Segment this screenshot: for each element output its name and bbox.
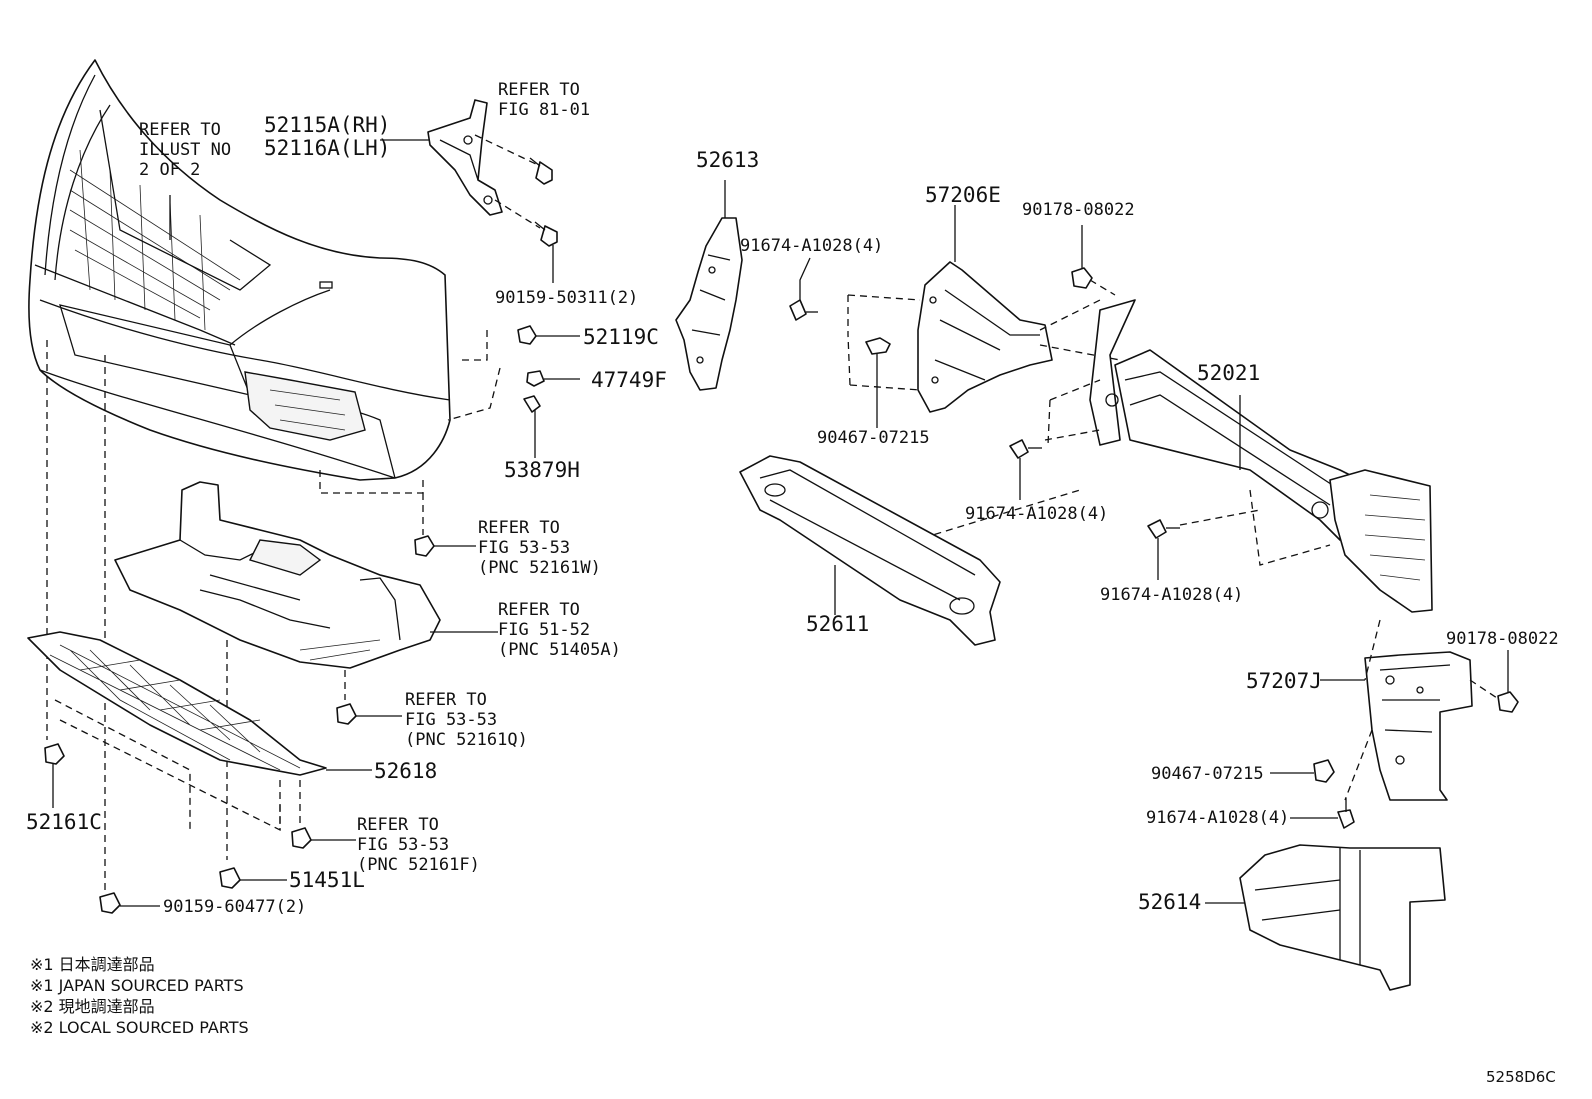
part-label-91674-A1028-a: 91674-A1028(4) <box>740 236 884 256</box>
reinforcement-52021-drawing <box>899 299 1433 613</box>
part-label-53879H: 53879H <box>504 458 580 482</box>
bumper-cover-drawing <box>28 59 451 494</box>
part-label-52161C: 52161C <box>26 810 102 834</box>
part-label-52618: 52618 <box>374 759 438 783</box>
part-label-52613: 52613 <box>696 148 760 172</box>
part-label-90159-60477: 90159-60477(2) <box>163 897 307 917</box>
part-label-52021: 52021 <box>1197 361 1261 385</box>
footnote-1-jp: ※1 日本調達部品 <box>30 955 155 974</box>
part-label-90178-08022-right: 90178-08022 <box>1446 629 1559 649</box>
lower-grille-52618-drawing <box>27 631 372 832</box>
refer-fig-53-53-52161W: REFER TO FIG 53-53 (PNC 52161W) <box>478 518 601 578</box>
refer-fig-53-53-52161F: REFER TO FIG 53-53 (PNC 52161F) <box>357 815 480 875</box>
part-label-57207J: 57207J <box>1246 669 1322 693</box>
bracket-52613-drawing <box>675 180 743 391</box>
footnote-1-en: ※1 JAPAN SOURCED PARTS <box>30 976 244 995</box>
part-label-90159-50311: 90159-50311(2) <box>495 288 639 308</box>
refer-illust-2of2: REFER TO ILLUST NO 2 OF 2 <box>139 120 232 180</box>
part-label-90467-07215-top: 90467-07215 <box>817 428 930 448</box>
fasteners-mid-drawing <box>447 325 580 458</box>
cover-52614-drawing <box>1205 844 1446 991</box>
part-label-51451L: 51451L <box>289 868 365 892</box>
part-label-91674-A1028-c: 91674-A1028(4) <box>1100 585 1244 605</box>
part-label-52611: 52611 <box>806 612 870 636</box>
part-label-90178-08022-top: 90178-08022 <box>1022 200 1135 220</box>
bracket-57206E-drawing <box>789 205 1121 428</box>
part-label-52115A: 52115A(RH) 52116A(LH) <box>264 113 391 160</box>
refer-fig-51-52-51405A: REFER TO FIG 51-52 (PNC 51405A) <box>498 600 621 660</box>
pins-drawing <box>44 340 476 914</box>
part-label-52614: 52614 <box>1138 890 1202 914</box>
diagram-code: 5258D6C <box>1486 1068 1556 1086</box>
part-label-91674-A1028-b: 91674-A1028(4) <box>965 504 1109 524</box>
bracket-52115A-drawing <box>380 99 558 283</box>
absorber-52611-drawing <box>739 455 1001 646</box>
refer-fig-81-01: REFER TO FIG 81-01 <box>498 80 591 120</box>
under-cover-drawing <box>114 481 498 860</box>
part-label-90467-07215-bottom: 90467-07215 <box>1151 764 1264 784</box>
footnote-2-jp: ※2 現地調達部品 <box>30 997 155 1016</box>
part-label-57206E: 57206E <box>925 183 1001 207</box>
part-label-52119C: 52119C <box>583 325 659 349</box>
part-label-47749F: 47749F <box>591 368 667 392</box>
bracket-57207J-drawing <box>1270 619 1519 829</box>
refer-fig-53-53-52161Q: REFER TO FIG 53-53 (PNC 52161Q) <box>405 690 528 750</box>
part-label-91674-A1028-d: 91674-A1028(4) <box>1146 808 1290 828</box>
footnote-2-en: ※2 LOCAL SOURCED PARTS <box>30 1018 249 1037</box>
